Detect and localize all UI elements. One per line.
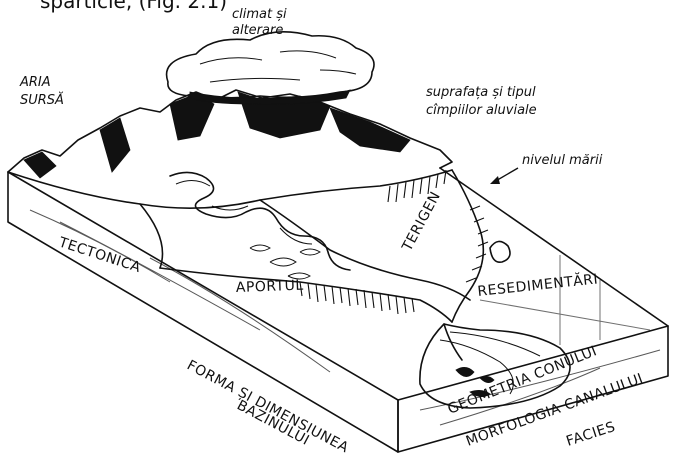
block-back-edge xyxy=(440,168,668,326)
foothill-line xyxy=(8,170,452,208)
label-basin-line1: FORMA ȘI DIMENSIUNEA xyxy=(184,357,351,456)
top-partial-text: sparticle, (Fig. 2.1) xyxy=(40,0,227,13)
sea-level-arrowhead xyxy=(490,176,500,184)
label-cone-line3: FACIES xyxy=(564,419,617,450)
cloud xyxy=(167,32,374,105)
slope-hatching xyxy=(300,282,414,314)
label-terrigenous: TERIGEN xyxy=(399,189,444,255)
label-resediment: RESEDIMENTĂRI xyxy=(477,269,599,300)
diagram-labels: climat și alterare ARIA SURSĂ suprafața … xyxy=(19,7,646,456)
canyon-hatching xyxy=(466,206,488,282)
river-meander-bank xyxy=(176,180,312,244)
label-source-line2: SURSĂ xyxy=(20,92,64,108)
label-tectonics: TECTONICA xyxy=(56,234,143,276)
label-plains-line2: cîmpiilor aluviale xyxy=(426,103,537,118)
cloud-shape xyxy=(167,32,374,98)
block-left-face xyxy=(8,172,398,452)
label-plains-line1: suprafața și tipul xyxy=(426,85,536,100)
floodplain-lakes xyxy=(250,245,320,279)
label-climate-line1: climat și xyxy=(232,7,287,22)
mountain-shading-4 xyxy=(330,108,410,152)
shelf-edge xyxy=(160,268,452,322)
source-mountains xyxy=(8,90,452,208)
label-cone-line2: MORFOLOGIA CANALULUI xyxy=(464,371,646,450)
label-source-line1: ARIA xyxy=(19,75,51,90)
river-meander xyxy=(170,172,350,270)
slope-knob xyxy=(490,241,510,262)
label-sea-level: nivelul mării xyxy=(522,153,603,168)
label-climate-line2: alterare xyxy=(232,23,283,38)
cloud-texture xyxy=(200,51,356,82)
label-input: APORTUL xyxy=(236,278,304,296)
